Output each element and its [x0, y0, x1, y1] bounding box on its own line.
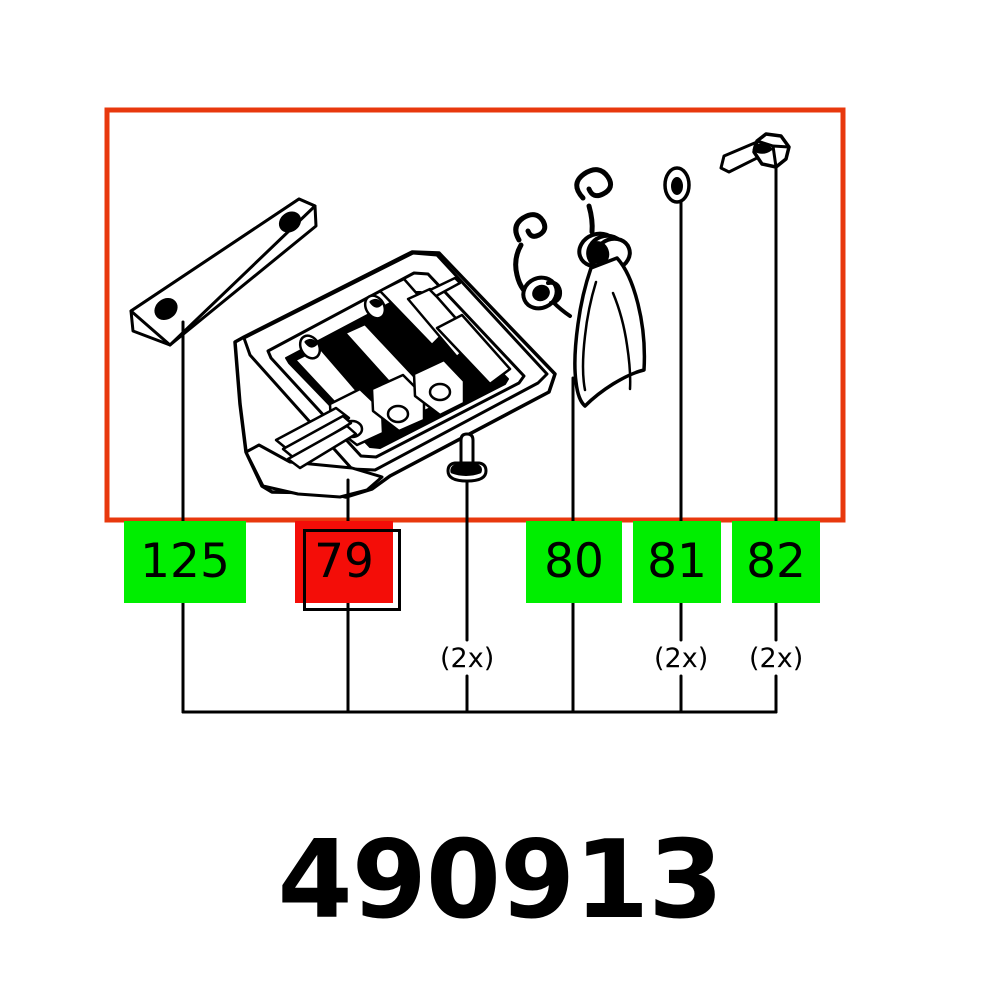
leader-lines-upper: [181, 164, 778, 642]
callout-label-125: 125: [140, 533, 230, 589]
multiplicity-note-81: (2x): [654, 643, 709, 674]
callout-box-81[interactable]: 81: [633, 521, 721, 603]
part-79-bracket-housing: [233, 250, 557, 499]
callout-box-82[interactable]: 82: [732, 521, 820, 603]
multiplicity-note-rivet: (2x): [440, 643, 495, 674]
callout-label-82: 82: [746, 533, 806, 589]
part-number: 490913: [277, 818, 724, 943]
callout-label-80: 80: [544, 533, 604, 589]
part-125-mounting-bar: [129, 197, 318, 347]
callout-box-79[interactable]: 79: [295, 521, 393, 603]
part-81-washer: [663, 166, 691, 204]
part-80-torsion-spring-lever: [513, 167, 647, 408]
part-82-hex-bolt: [719, 132, 791, 174]
callout-label-79: 79: [314, 533, 374, 589]
leader-lines-lower: [181, 601, 778, 714]
diagram-frame: [104, 107, 846, 523]
callout-box-125[interactable]: 125: [124, 521, 246, 603]
parts-illustration: [129, 132, 791, 714]
multiplicity-note-82: (2x): [749, 643, 804, 674]
callout-label-81: 81: [647, 533, 707, 589]
callout-box-80[interactable]: 80: [526, 521, 622, 603]
